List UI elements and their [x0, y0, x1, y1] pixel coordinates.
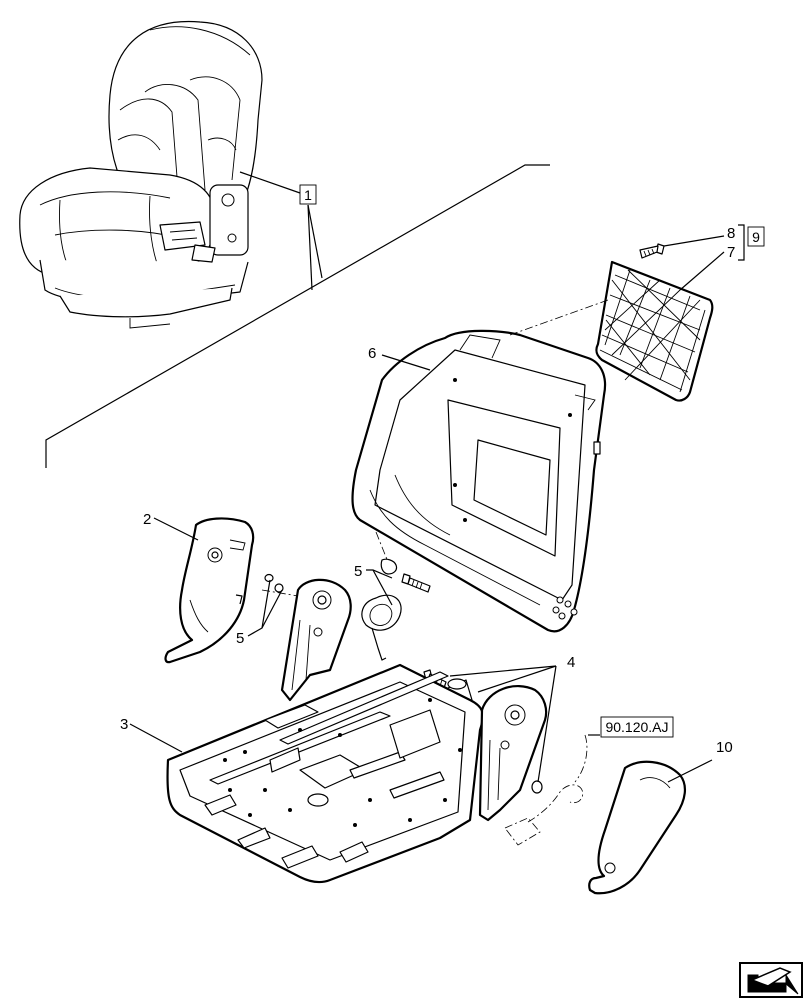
backrest-frame: [351, 329, 607, 633]
callout-10: 10: [716, 739, 733, 756]
callout-4: 4: [567, 654, 575, 671]
callout-box-9: [747, 226, 765, 247]
callout-5-center: 5: [354, 563, 362, 580]
alignment-line: [375, 531, 389, 563]
net-pocket: [595, 260, 714, 402]
complete-seat-assembly: [19, 20, 263, 329]
callout-5-left: 5: [236, 630, 244, 647]
callout-8: 8: [727, 225, 735, 242]
screw-8: [639, 243, 665, 259]
callout-1: 1: [304, 187, 312, 203]
washers-5-left: [264, 573, 284, 593]
left-side-cover: [164, 517, 255, 664]
reference-box: [600, 716, 674, 738]
tethered-key-tag: [504, 734, 588, 846]
callout-leaders: [129, 235, 725, 783]
assembly-separator-line: [45, 164, 550, 468]
seat-base-frame: [166, 578, 548, 884]
callout-7: 7: [727, 244, 735, 261]
reference-label: 90.120.AJ: [605, 719, 668, 735]
return-spring: [361, 594, 402, 661]
next-page-arrow-icon[interactable]: [739, 962, 803, 998]
bolt-5: [380, 558, 431, 593]
right-side-cover: [588, 760, 686, 895]
callout-2: 2: [143, 511, 151, 528]
alignment-line: [509, 299, 609, 336]
callout-box-1: [299, 184, 317, 205]
callout-bracket: [738, 224, 745, 261]
callout-3: 3: [120, 716, 128, 733]
callout-9: 9: [752, 229, 760, 245]
callout-6: 6: [368, 345, 376, 362]
callout-1-leaders: [239, 171, 323, 291]
